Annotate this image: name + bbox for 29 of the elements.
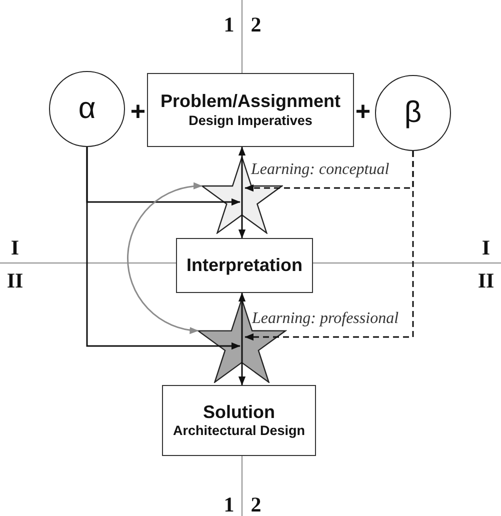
quadrant-numeral: I: [10, 238, 20, 258]
quadrant-numeral: I: [482, 238, 490, 258]
arrow: [238, 146, 246, 199]
title-text: Solution: [203, 402, 275, 424]
quadrant-number: 2: [250, 494, 262, 516]
greek-letter: β: [404, 95, 422, 131]
quadrant-number: 1: [224, 14, 234, 36]
quadrant-number: 2: [250, 14, 262, 36]
subtitle-text: Architectural Design: [172, 423, 306, 440]
title-text: Interpretation: [186, 254, 302, 276]
curved-arrow: [127, 182, 202, 334]
arrow: [238, 199, 246, 238]
annotation-text: Learning: conceptual: [250, 161, 390, 179]
quadrant-numeral: II: [6, 270, 24, 292]
greek-letter: α: [78, 91, 96, 127]
process-box: [147, 73, 354, 147]
arrow: [86, 147, 240, 350]
plus-sign: +: [355, 98, 371, 124]
annotation-text: Learning: professional: [252, 310, 399, 328]
quadrant-number: 1: [224, 494, 234, 516]
arrow: [238, 292, 246, 345]
plus-sign: +: [130, 98, 146, 124]
arrow: [238, 345, 246, 386]
process-box: [176, 238, 313, 293]
title-text: Problem/Assignment: [160, 91, 341, 113]
dashed-arrow: [244, 151, 414, 341]
process-box: [162, 385, 316, 456]
quadrant-numeral: II: [478, 270, 494, 292]
subtitle-text: Design Imperatives: [188, 112, 312, 129]
